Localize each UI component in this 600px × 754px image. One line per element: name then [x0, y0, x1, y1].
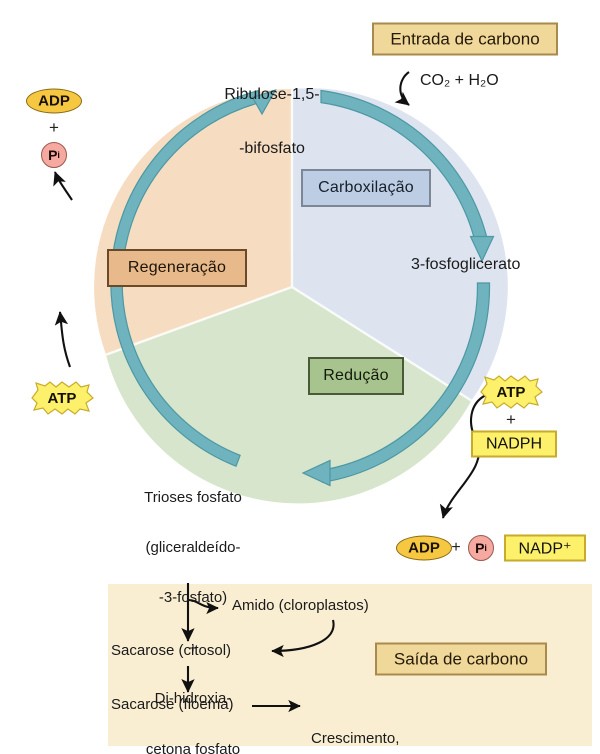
molecule-atp-right: ATP	[478, 374, 544, 410]
molecule-adp-left: ADP	[26, 88, 82, 114]
molecule-nadp-plus: NADP⁺	[504, 534, 586, 562]
pi-subscript: i	[57, 150, 60, 160]
plus-sign-left-adp: +	[49, 118, 59, 137]
molecule-nadph: NADPH	[471, 430, 557, 458]
molecule-adp-released: ADP	[396, 535, 452, 561]
molecule-atp-left: ATP	[29, 380, 95, 416]
pi-letter-released: P	[475, 540, 485, 556]
reactant-co2-water: CO₂ + H₂O	[420, 72, 499, 89]
arrow-co2-in	[394, 71, 410, 106]
triose-line-2: (gliceraldeído-	[145, 538, 241, 556]
sector-carboxilacao	[292, 88, 508, 401]
stage-box-reducao[interactable]: Redução	[308, 357, 404, 395]
stage-box-regeneracao[interactable]: Regeneração	[107, 249, 247, 287]
triose-line-4: Di-hidroxia-	[154, 690, 232, 708]
metabolite-ribulose-bisphosphate: Ribulose-1,5- -bifosfato	[224, 50, 319, 193]
arrow-adp-released	[53, 171, 73, 201]
rubp-line-2: -bifosfato	[239, 139, 305, 157]
arrow-reduction	[301, 282, 491, 487]
atp-burst-icon-right	[480, 375, 543, 409]
arrow-carboxylation	[320, 89, 495, 263]
triose-line-1: Trioses fosfato	[144, 488, 242, 506]
output-sucrose-phloem: Sacarose (floema)	[111, 696, 234, 713]
triose-plus: +	[188, 639, 198, 657]
metabolite-triose-phosphate: Trioses fosfato (gliceraldeído- -3-fosfa…	[144, 456, 242, 754]
stage-box-carboxilacao[interactable]: Carboxilação	[301, 169, 431, 207]
sector-dividers	[105, 89, 473, 402]
output-pathway-arrows	[181, 583, 335, 713]
output-sucrose-cytosol: Sacarose (citosol)	[111, 642, 232, 659]
banner-carbon-input[interactable]: Entrada de carbono	[372, 22, 558, 56]
arrow-regeneration	[110, 88, 277, 467]
sector-regeneracao	[94, 89, 292, 355]
rubp-line-1: Ribulose-1,5-	[224, 85, 320, 103]
output-growth: Crescimento, polissacarídeos de reserva	[311, 697, 490, 754]
pi-letter: P	[48, 147, 58, 163]
output-starch: Amido (cloroplastos)	[232, 597, 369, 614]
triose-line-3: -3-fosfato)	[158, 589, 228, 607]
banner-carbon-output[interactable]: Saída de carbono	[375, 642, 547, 676]
cycle-ring-arrows	[110, 88, 495, 487]
plus-sign-right-energy: +	[506, 410, 516, 429]
atp-burst-icon	[31, 381, 94, 415]
triose-line-5: cetona fosfato	[145, 740, 241, 754]
growth-line-1: Crescimento,	[311, 729, 400, 747]
sector-reducao	[106, 287, 472, 504]
plus-sign-released: +	[451, 539, 461, 556]
arrow-atp-consumed	[54, 311, 71, 368]
pi-subscript-released: i	[484, 543, 487, 553]
metabolite-3-phosphoglycerate: 3-fosfoglicerato	[411, 256, 521, 273]
